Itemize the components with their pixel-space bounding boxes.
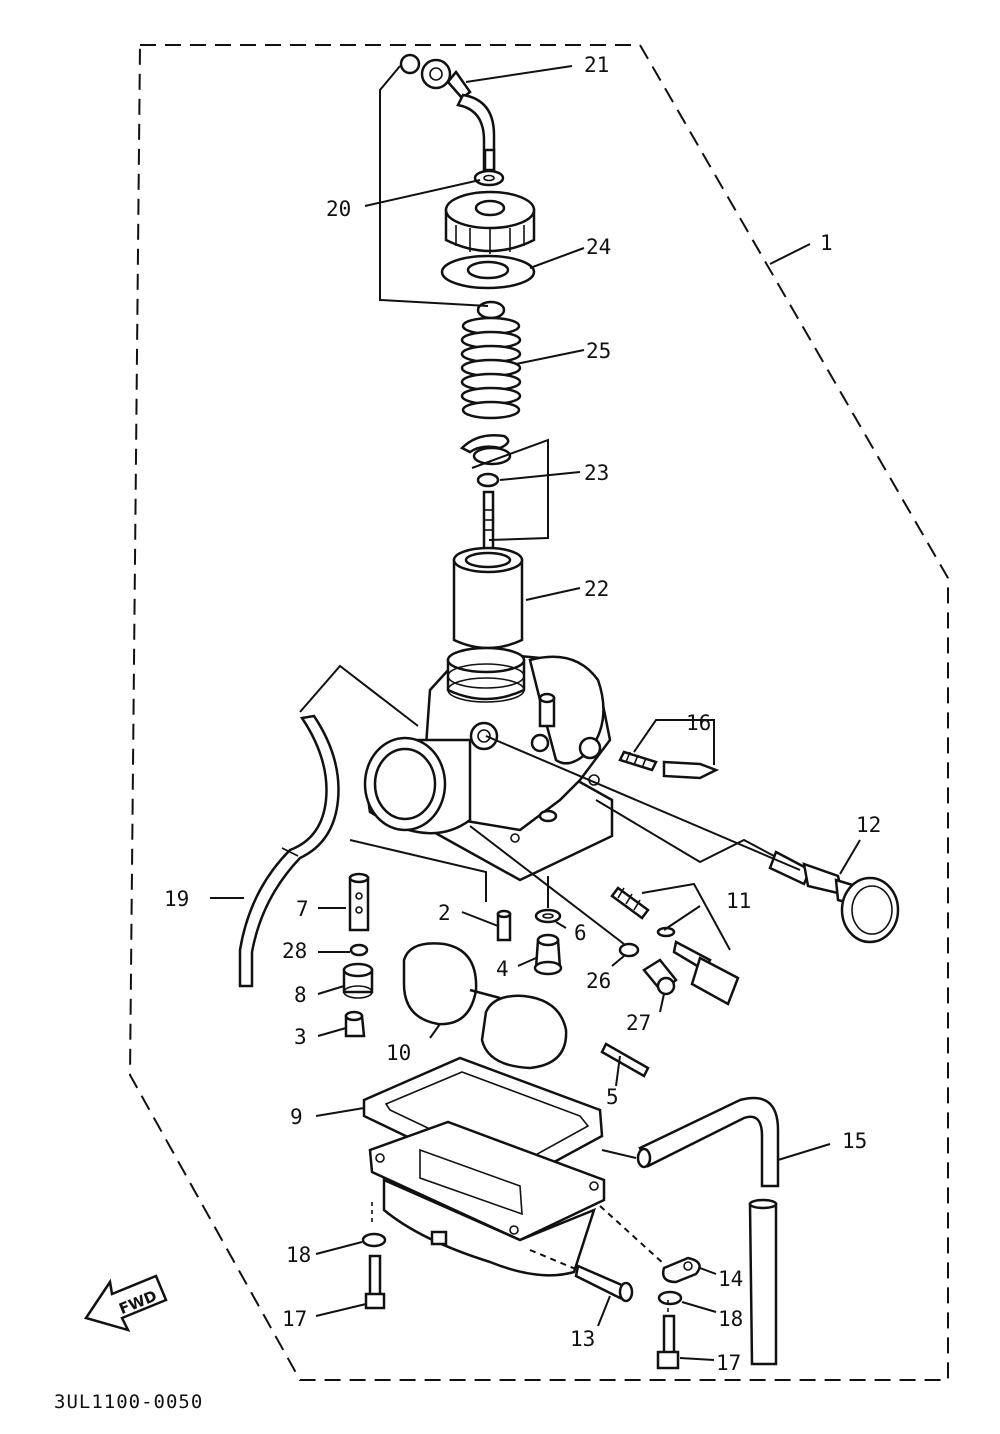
assembly-boundary [128,44,949,1381]
callout-9: 9 [290,1105,303,1129]
part-float-bowl [368,1120,606,1277]
fwd-arrow-icon: FWD [84,1274,168,1332]
callout-24: 24 [586,235,611,259]
callout-27: 27 [626,1011,651,1035]
part-washer [473,169,505,187]
part-valve-seat [533,933,563,976]
callout-4: 4 [496,957,509,981]
callout-19: 19 [164,887,189,911]
assembly-bracket-16 [633,719,715,765]
callout-12: 12 [856,813,881,837]
callout-2: 2 [438,901,451,925]
callout-28: 28 [282,939,307,963]
part-drain-screw [574,1264,634,1303]
callout-11: 11 [726,889,751,913]
part-starter-plunger [768,850,900,944]
part-main-jet-holder [342,962,374,999]
part-washer-18b [657,1290,683,1306]
callout-18a: 18 [286,1243,311,1267]
callout-16: 16 [686,711,711,735]
part-carburetor-body [363,646,614,882]
part-float-bowl-gasket [362,1056,604,1188]
callout-17a: 17 [282,1307,307,1331]
document-code: 3UL1100-0050 [54,1391,203,1413]
callout-7: 7 [296,897,309,921]
part-needle-clip [459,434,512,488]
assembly-bracket-left [379,65,489,307]
callout-22: 22 [584,577,609,601]
callout-20: 20 [326,197,351,221]
callout-15: 15 [842,1129,867,1153]
callout-5: 5 [606,1085,619,1109]
part-screw-17b [656,1314,680,1370]
assembly-bracket-right [471,438,549,541]
callout-6: 6 [574,921,587,945]
callout-23: 23 [584,461,609,485]
part-throttle-valve [452,546,524,650]
part-screw-17a [364,1254,386,1310]
part-throttle-stop-screw [610,886,740,1006]
callout-labels: 21 20 24 1 25 23 22 16 12 19 7 2 6 11 28… [164,53,881,1375]
part-throttle-spring [460,316,522,420]
part-o-ring-26 [618,942,640,958]
callout-10: 10 [386,1041,411,1065]
part-o-ring-28 [349,943,369,957]
part-mixing-chamber-cap [444,190,536,254]
part-washer-6 [534,908,562,924]
part-overflow-hose-19 [238,714,340,988]
leader-lines [210,65,861,1361]
callout-26: 26 [586,969,611,993]
part-pilot-air-screw [618,750,720,780]
part-needle-jet [348,872,370,932]
callout-18b: 18 [718,1307,743,1331]
callout-21: 21 [584,53,609,77]
callout-17b: 17 [716,1351,741,1375]
part-clamp [662,1256,701,1284]
part-screw-27 [642,958,678,996]
assembly-bracket-11 [641,882,731,951]
part-fuel-hose-15 [636,1096,780,1366]
callout-1: 1 [820,231,833,255]
part-main-jet [344,1010,366,1038]
assembly-bracket-jets [349,839,487,902]
part-float-pin [600,1042,650,1078]
part-washer-18a [361,1232,387,1248]
callout-13: 13 [570,1327,595,1351]
part-ring [476,300,506,320]
part-float [402,942,568,1070]
callout-14: 14 [718,1267,743,1291]
callout-3: 3 [294,1025,307,1049]
part-cable-fitting [399,53,496,174]
part-pilot-jet [496,909,512,942]
callout-8: 8 [294,983,307,1007]
callout-25: 25 [586,339,611,363]
